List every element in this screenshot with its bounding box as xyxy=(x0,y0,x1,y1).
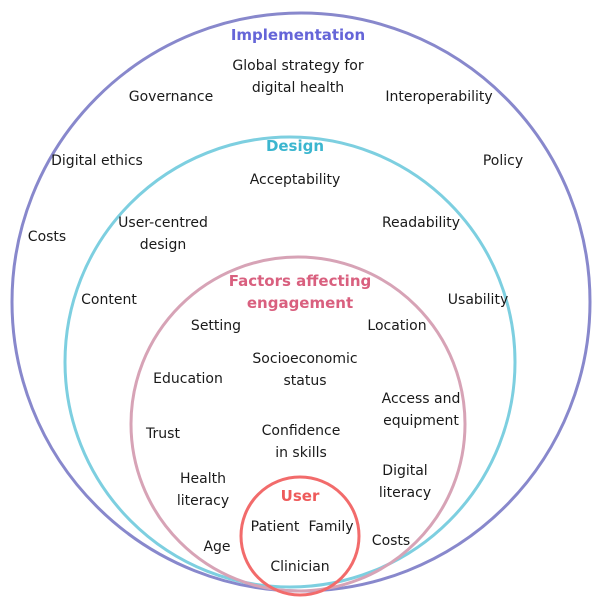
user-heading: User xyxy=(280,487,320,505)
implementation-item-digital-ethics: Digital ethics xyxy=(51,153,143,169)
implementation-item-policy: Policy xyxy=(482,153,524,169)
engagement-item-costs: Costs xyxy=(371,533,411,549)
design-ring xyxy=(63,135,517,589)
design-item-user-centred-design: User-centred design xyxy=(118,215,208,253)
design-heading: Design xyxy=(265,137,325,155)
engagement-item-education: Education xyxy=(153,371,223,387)
engagement-item-trust: Trust xyxy=(146,426,180,442)
user-item-clinician: Clinician xyxy=(270,559,330,575)
design-item-readability: Readability xyxy=(381,215,461,231)
implementation-heading: Implementation xyxy=(230,26,366,44)
implementation-item-governance: Governance xyxy=(128,89,214,105)
engagement-item-health-literacy: Health literacy xyxy=(176,471,230,509)
engagement-item-digital-literacy: Digital literacy xyxy=(378,463,432,501)
engagement-item-location: Location xyxy=(367,318,427,334)
implementation-item-costs: Costs xyxy=(27,229,67,245)
engagement-item-access-and-equipment: Access and equipment xyxy=(381,391,461,429)
engagement-item-setting: Setting xyxy=(190,318,242,334)
design-item-content: Content xyxy=(81,292,137,308)
user-item-family: Family xyxy=(308,519,354,535)
design-item-acceptability: Acceptability xyxy=(249,172,341,188)
engagement-ring xyxy=(129,255,467,593)
implementation-item-global-strategy: Global strategy for digital health xyxy=(232,58,364,96)
engagement-item-confidence-in-skills: Confidence in skills xyxy=(261,423,341,461)
engagement-item-age: Age xyxy=(203,539,231,555)
user-item-patient: Patient xyxy=(250,519,300,535)
user-ring xyxy=(239,475,361,597)
design-item-usability: Usability xyxy=(447,292,509,308)
engagement-item-socioeconomic-status: Socioeconomic status xyxy=(252,351,358,389)
implementation-item-interoperability: Interoperability xyxy=(385,89,493,105)
engagement-heading: Factors affecting engagement xyxy=(228,272,372,312)
